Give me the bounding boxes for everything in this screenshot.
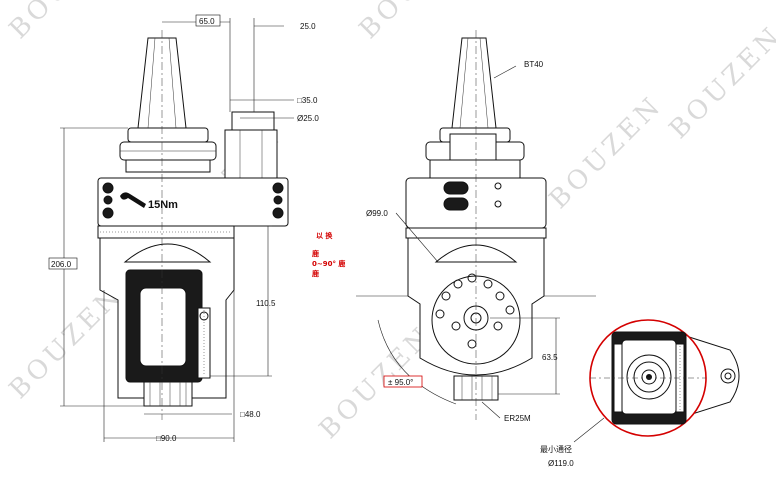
red-note-3: 0~90° 鹿: [312, 259, 345, 268]
bt40-label: BT40: [524, 60, 544, 69]
dim-d119: Ø119.0: [548, 459, 574, 468]
watermark-2: BOUZEN: [354, 0, 479, 45]
watermark-1: BOUZEN: [4, 0, 129, 45]
red-note-4: 鹿: [312, 269, 319, 278]
wrench-icon: [120, 192, 146, 208]
dim-sq90: □90.0: [156, 434, 177, 443]
dim-angle: ± 95.0°: [388, 378, 413, 387]
dim-63-5: 63.5: [542, 353, 558, 362]
dim-25-top: 25.0: [300, 22, 316, 31]
dim-sq35: □35.0: [297, 96, 318, 105]
red-note-1: 以 换: [316, 231, 333, 240]
left-view: 15Nm 65.0 25.0 □35.0 Ø25.0: [48, 14, 319, 443]
dim-sq48: □48.0: [240, 410, 261, 419]
dim-110-5: 110.5: [256, 299, 276, 308]
er25m-label: ER25M: [504, 414, 531, 423]
min-pass-label: 最小通径: [540, 444, 572, 454]
torque-label: 15Nm: [148, 199, 178, 211]
middle-view: BT40: [312, 30, 596, 423]
dim-d99: Ø99.0: [366, 209, 388, 218]
dim-d25: Ø25.0: [297, 114, 319, 123]
red-note-2: 鹿: [312, 249, 319, 258]
dim-206: 206.0: [51, 260, 72, 269]
watermark-4: BOUZEN: [544, 90, 669, 215]
dial-markers: [435, 273, 515, 349]
watermark-7: BOUZEN: [4, 280, 129, 405]
watermark-6: BOUZEN: [664, 20, 776, 145]
right-view: 最小通径 Ø119.0: [540, 319, 740, 468]
dim-65: 65.0: [199, 17, 215, 26]
